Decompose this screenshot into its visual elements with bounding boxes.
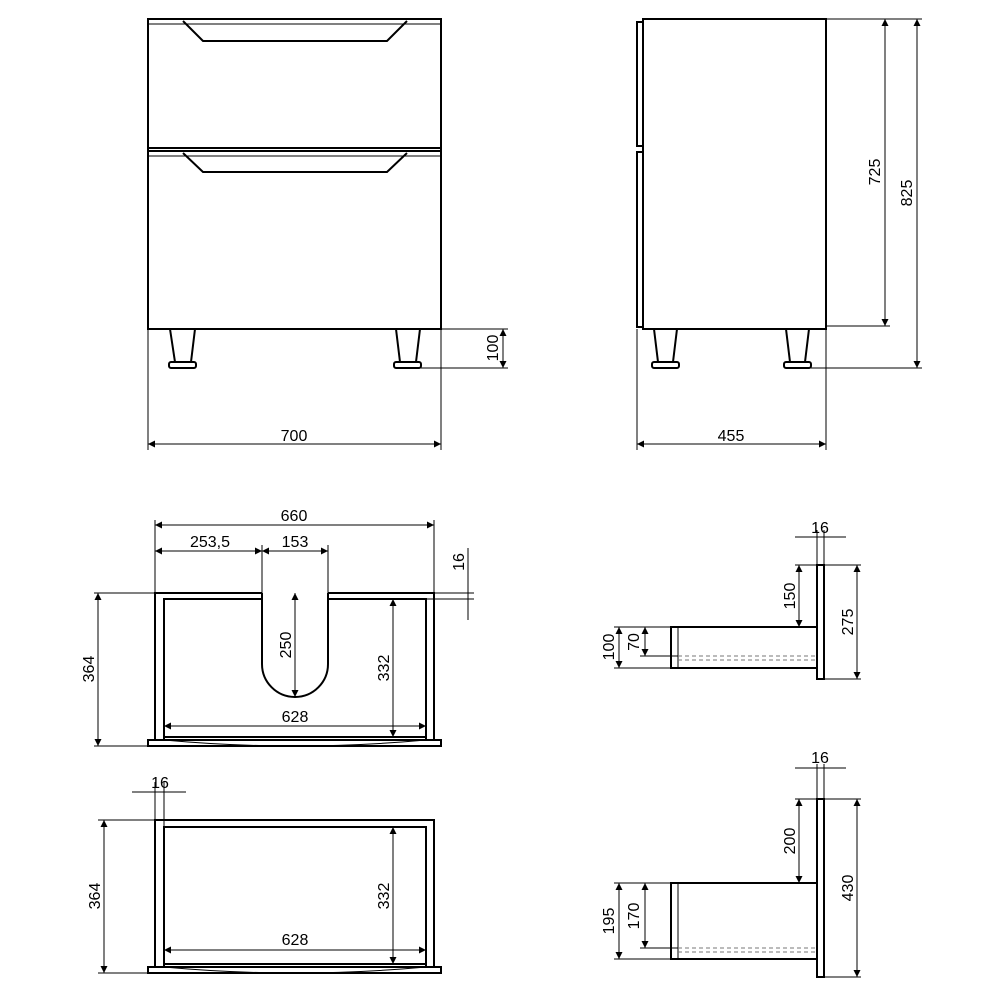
front-height-label: 430 [840, 875, 857, 902]
top-drawer-front-panel [147, 739, 442, 747]
cabinet-body [147, 18, 442, 330]
width-label: 700 [281, 428, 308, 445]
cutout-offset-label: 253,5 [190, 534, 230, 551]
panel-thickness-label: 16 [451, 553, 468, 571]
inner-width-label: 628 [282, 709, 309, 726]
bottom-drawer-section: 16 430 200 195 170 [601, 750, 861, 978]
panel-thickness-label: 16 [811, 520, 829, 537]
side-leg-left [651, 328, 680, 369]
body-height-label: 725 [867, 159, 884, 186]
front-view: 700 100 [147, 18, 508, 450]
top-gap-label: 150 [782, 583, 799, 610]
bottom-drawer-handle [182, 152, 408, 173]
top-gap-label: 200 [782, 828, 799, 855]
depth-label: 455 [718, 428, 745, 445]
front-leg-right [393, 328, 422, 369]
box-inner-label: 170 [626, 903, 643, 930]
inner-depth-label: 332 [376, 883, 393, 910]
section-front-panel [816, 564, 825, 680]
inner-width-label: 628 [282, 932, 309, 949]
section-drawer-box [670, 626, 817, 669]
top-drawer-section: 16 275 150 100 70 [601, 520, 861, 680]
box-inner-label: 70 [626, 633, 643, 651]
leg-height-label: 100 [485, 335, 502, 362]
section-drawer-box [670, 882, 817, 960]
front-leg-left [168, 328, 197, 369]
side-body [642, 18, 827, 330]
front-height-label: 275 [840, 609, 857, 636]
top-drawer-front [148, 18, 442, 149]
side-view: 455 725 825 [636, 18, 922, 450]
cutout-depth-label: 250 [278, 632, 295, 659]
bottom-drawer-plan: 16 364 332 628 [87, 775, 442, 974]
bottom-drawer-front-panel [147, 966, 442, 974]
depth-label: 364 [81, 656, 98, 683]
top-drawer-plan: 660 253,5 153 16 250 364 332 628 [81, 508, 474, 747]
total-height-label: 825 [899, 180, 916, 207]
panel-thickness-label: 16 [151, 775, 169, 792]
depth-label: 364 [87, 883, 104, 910]
top-drawer-handle [182, 20, 408, 42]
section-front-panel [816, 798, 825, 978]
box-outer-label: 100 [601, 634, 618, 661]
cutout-width-label: 153 [282, 534, 309, 551]
outer-width-label: 660 [281, 508, 308, 525]
panel-thickness-label: 16 [811, 750, 829, 767]
side-leg-right [783, 328, 812, 369]
inner-depth-label: 332 [376, 655, 393, 682]
box-outer-label: 195 [601, 908, 618, 935]
